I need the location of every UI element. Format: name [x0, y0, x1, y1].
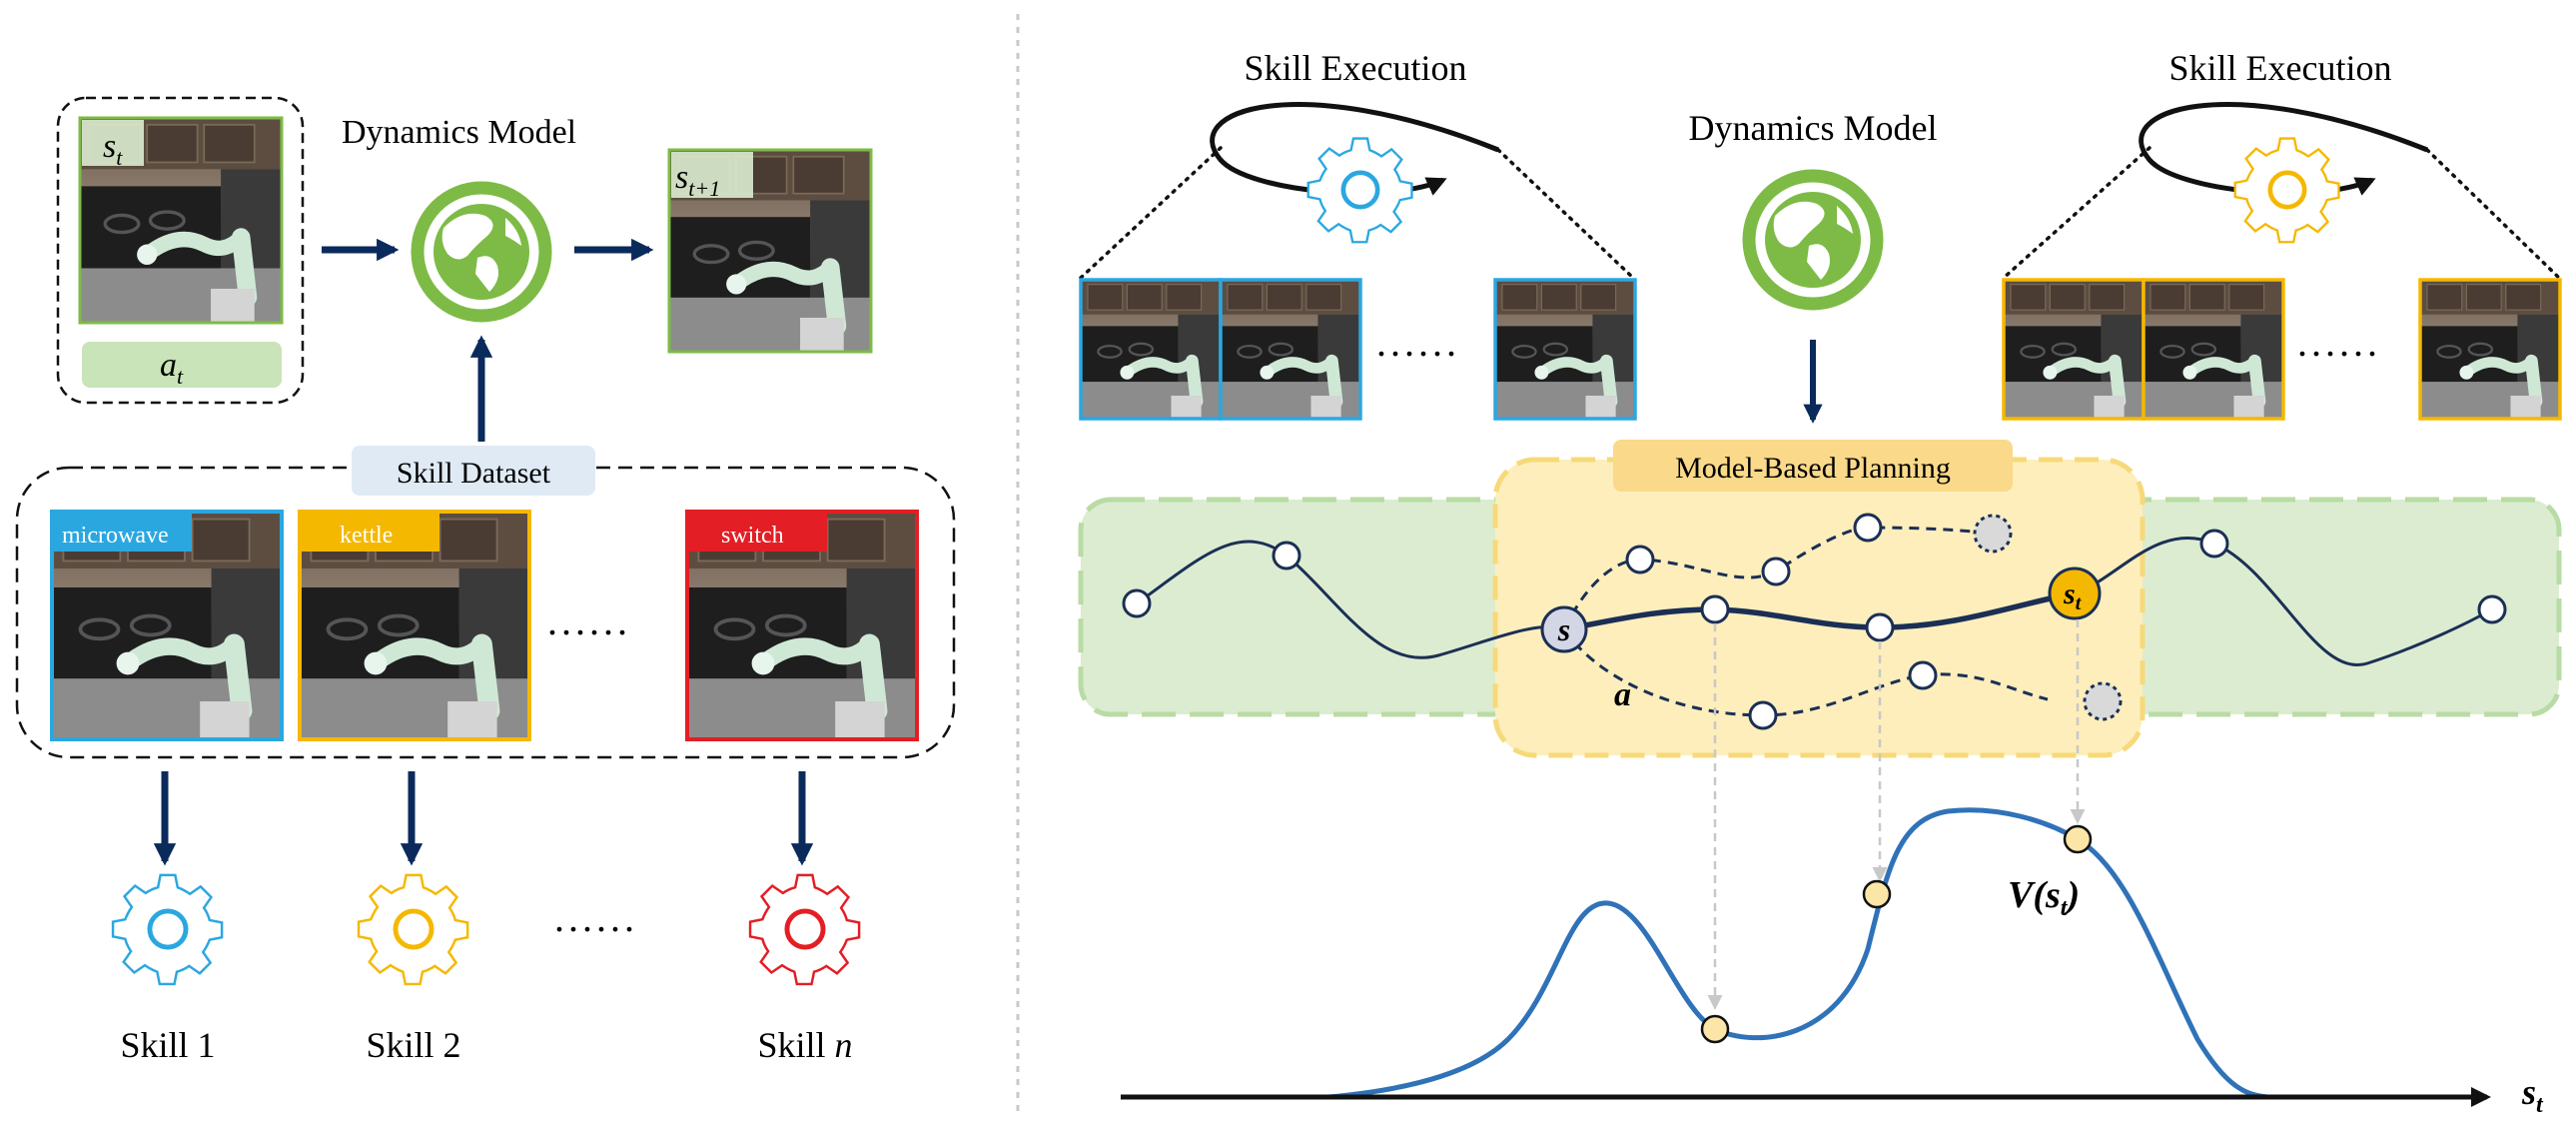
node-s-label: s: [1557, 611, 1570, 647]
trajectory-nodes: [1122, 513, 2507, 730]
skill-ellipsis: ......: [554, 895, 638, 940]
dotted-line-right-b: [2425, 148, 2561, 280]
value-curve: [1327, 807, 2268, 1100]
node: [1122, 588, 1152, 618]
exec-frame-yellow-3: [2420, 280, 2560, 419]
node: [2477, 594, 2507, 624]
node-terminal-lower: [2083, 681, 2123, 721]
exec-frame-yellow-1: [2004, 280, 2144, 419]
globe-icon: [411, 181, 552, 323]
action-label: at: [160, 347, 184, 389]
node-s: [1540, 605, 1588, 653]
skill-dataset-tag: [352, 446, 595, 496]
exec-ellipsis-left: ......: [1376, 320, 1460, 365]
dotted-line-right-a: [2002, 146, 2151, 280]
node: [1865, 612, 1895, 642]
node: [1272, 541, 1301, 570]
dotted-line-left-a: [1079, 146, 1223, 280]
gear-icon-skill-n: [748, 873, 861, 986]
node: [1625, 545, 1655, 574]
svg-text:kettle: kettle: [340, 523, 393, 549]
dynamics-model-title-right: Dynamics Model: [1689, 108, 1938, 148]
node: [1908, 660, 1938, 690]
gear-icon-exec-left: [1306, 137, 1413, 244]
action-a-label: a: [1614, 676, 1631, 713]
node: [1853, 513, 1883, 543]
skill-1-label: Skill 1: [120, 1025, 215, 1065]
node: [1700, 594, 1730, 624]
skill-2-label: Skill 2: [366, 1025, 460, 1065]
value-point-1: [1700, 1014, 1730, 1044]
exec-frame-yellow-2: [2144, 280, 2283, 419]
dataset-switch: switch: [687, 512, 917, 739]
next-state-label: st+1: [675, 159, 720, 201]
state-axis-label: st: [2521, 1072, 2544, 1118]
svg-text:microwave: microwave: [62, 523, 169, 549]
planning-region: [1492, 457, 2146, 758]
value-point-2: [1862, 879, 1892, 909]
skill-n-label: Skill n: [757, 1025, 852, 1065]
exec-frame-blue-1: [1081, 280, 1221, 419]
trajectory-branch-lower: [1562, 628, 2049, 717]
exec-ellipsis-right: ......: [2297, 320, 2381, 365]
action-box: [82, 342, 282, 388]
exec-frame-blue-2: [1221, 280, 1360, 419]
dataset-microwave: microwave: [52, 512, 282, 739]
skill-execution-title-right: Skill Execution: [2169, 48, 2392, 88]
node: [1748, 700, 1778, 730]
value-point-3: [2063, 824, 2093, 854]
svg-text:switch: switch: [721, 523, 784, 549]
trajectory-main: [1136, 540, 1565, 659]
trajectory-planned: [1563, 590, 2076, 632]
dataset-kettle: kettle: [300, 512, 529, 739]
skill-dataset-label: Skill Dataset: [397, 457, 551, 490]
dynamics-model-title-left: Dynamics Model: [342, 114, 576, 151]
globe-icon-right: [1742, 169, 1884, 311]
skill-dataset-box: [15, 466, 956, 759]
dotted-line-left-b: [1496, 148, 1635, 280]
gear-icon-exec-right: [2233, 137, 2340, 244]
node-terminal-upper: [1973, 514, 2013, 554]
state-action-box: [56, 96, 305, 405]
gear-icon-skill-2: [357, 873, 469, 986]
node: [1761, 557, 1791, 586]
node-st-label: st: [2063, 577, 2083, 614]
left-panel: st at Dynamics Model st+1 Skill Dataset: [15, 96, 956, 1065]
planning-label-box: [1613, 440, 2013, 492]
value-label: V(st): [2008, 874, 2080, 921]
dataset-ellipsis: ......: [547, 598, 631, 643]
node: [2199, 529, 2229, 559]
planning-label: Model-Based Planning: [1675, 452, 1951, 485]
skill-execution-title-left: Skill Execution: [1245, 48, 1467, 88]
node-st: [2048, 566, 2102, 620]
trajectory-main-right: [2074, 536, 2493, 667]
state-label: st: [103, 128, 123, 170]
right-panel: Skill Execution Skill Execution Dynamics…: [1081, 48, 2560, 1118]
gear-icon-skill-1: [111, 873, 224, 986]
exec-frame-blue-3: [1495, 280, 1635, 419]
